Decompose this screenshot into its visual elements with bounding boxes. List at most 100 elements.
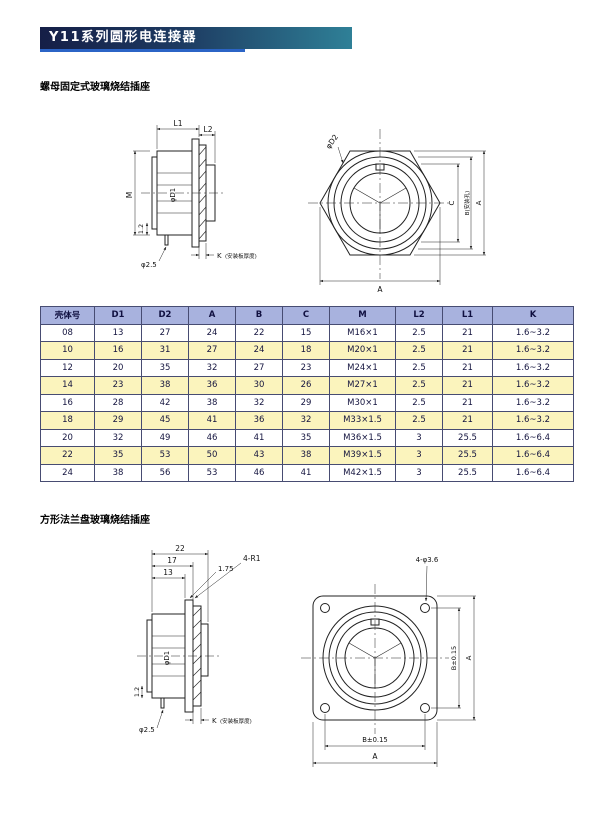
column-header: K xyxy=(492,306,574,325)
dim-label-c: C xyxy=(448,200,456,205)
table-cell: 36 xyxy=(235,411,283,430)
column-header: D1 xyxy=(94,306,142,325)
dim-label-a-right: A xyxy=(465,655,473,660)
table-cell: 53 xyxy=(141,446,189,465)
table-cell: 3 xyxy=(395,463,443,482)
table-cell: 25.5 xyxy=(442,428,493,447)
table-cell: 43 xyxy=(235,446,283,465)
table-cell: 18 xyxy=(40,411,95,430)
table-cell: 49 xyxy=(141,428,189,447)
table-cell: M30×1 xyxy=(329,393,396,412)
table-cell: 22 xyxy=(40,446,95,465)
dim-label-l1: L1 xyxy=(174,119,183,128)
column-header: L2 xyxy=(395,306,443,325)
dim-label-k: K xyxy=(217,252,222,260)
dim-label-2-5: φ2.5 xyxy=(141,261,157,269)
column-header: M xyxy=(329,306,396,325)
side-view-drawing: L1 L2 M φD1 1.2 φ2.5 K (安装板厚度) xyxy=(125,119,257,269)
table-cell: 32 xyxy=(235,393,283,412)
table-cell: 32 xyxy=(188,358,236,377)
column-header: B xyxy=(235,306,283,325)
table-cell: 36 xyxy=(188,376,236,395)
dim-label-2-5: φ2.5 xyxy=(139,726,155,734)
column-header: 壳体号 xyxy=(40,306,95,325)
dim-label-k-note: (安装板厚度) xyxy=(225,252,257,260)
table-cell: 12 xyxy=(40,358,95,377)
dim-label-b-bottom: B±0.15 xyxy=(362,736,388,744)
table-cell: 16 xyxy=(94,341,142,360)
table-cell: 38 xyxy=(282,446,330,465)
table-cell: 22 xyxy=(235,323,283,342)
table-cell: 31 xyxy=(141,341,189,360)
table-cell: M36×1.5 xyxy=(329,428,396,447)
table-cell: M27×1 xyxy=(329,376,396,395)
dim-label-a-bottom: A xyxy=(372,752,378,761)
table-cell: 1.6~6.4 xyxy=(492,428,574,447)
table-cell: M16×1 xyxy=(329,323,396,342)
table-cell: 29 xyxy=(282,393,330,412)
table-cell: 35 xyxy=(94,446,142,465)
dim-label-b-hole: B(安装孔) xyxy=(463,191,471,216)
title-underline xyxy=(40,49,245,52)
table-cell: 23 xyxy=(94,376,142,395)
table-cell: 3 xyxy=(395,446,443,465)
dim-label-1-2: 1.2 xyxy=(133,687,141,697)
dim-label-l2: L2 xyxy=(204,125,213,134)
table-cell: 21 xyxy=(442,341,493,360)
table-cell: M24×1 xyxy=(329,358,396,377)
table-cell: 32 xyxy=(94,428,142,447)
dim-label-17: 17 xyxy=(167,556,177,565)
table-cell: 1.6~3.2 xyxy=(492,411,574,430)
table-cell: 50 xyxy=(188,446,236,465)
table-cell: 35 xyxy=(141,358,189,377)
dim-label-13: 13 xyxy=(163,568,173,577)
column-header: D2 xyxy=(141,306,189,325)
table-cell: 41 xyxy=(235,428,283,447)
table-cell: 1.6~3.2 xyxy=(492,376,574,395)
table-cell: 2.5 xyxy=(395,393,443,412)
dim-label-4-r1: 4-R1 xyxy=(243,554,261,563)
dim-label-1-2: 1.2 xyxy=(137,224,145,234)
dim-label-1-75: 1.75 xyxy=(218,565,234,573)
dim-label-b-right: B±0.15 xyxy=(450,646,458,670)
table-cell: 21 xyxy=(442,393,493,412)
table-cell: 1.6~6.4 xyxy=(492,446,574,465)
table-cell: 27 xyxy=(235,358,283,377)
figure-flange-mount: 22 17 13 1.75 4-R1 φD1 1.2 φ2.5 K (安装板厚度… xyxy=(133,544,476,767)
table-cell: 38 xyxy=(94,463,142,482)
table-cell: 2.5 xyxy=(395,358,443,377)
table-cell: M39×1.5 xyxy=(329,446,396,465)
dim-label-22: 22 xyxy=(175,544,185,553)
table-cell: 24 xyxy=(40,463,95,482)
table-cell: 41 xyxy=(188,411,236,430)
dim-label-d1: φD1 xyxy=(169,188,177,202)
table-cell: 41 xyxy=(282,463,330,482)
table-cell: 21 xyxy=(442,376,493,395)
table-cell: 27 xyxy=(188,341,236,360)
table-cell: M20×1 xyxy=(329,341,396,360)
table-cell: 28 xyxy=(94,393,142,412)
table-cell: M42×1.5 xyxy=(329,463,396,482)
side-view-drawing: 22 17 13 1.75 4-R1 φD1 1.2 φ2.5 K (安装板厚度… xyxy=(133,544,261,734)
section2-heading: 方形法兰盘玻璃烧结插座 xyxy=(40,515,150,526)
table-cell: 24 xyxy=(235,341,283,360)
dim-label-d2: φD2 xyxy=(324,132,340,150)
table-cell: 29 xyxy=(94,411,142,430)
page-title: Y11系列圆形电连接器 xyxy=(49,30,198,45)
table-cell: 25.5 xyxy=(442,463,493,482)
title-banner: Y11系列圆形电连接器 xyxy=(40,27,352,49)
table-cell: 21 xyxy=(442,323,493,342)
table-cell: 25.5 xyxy=(442,446,493,465)
table-cell: 56 xyxy=(141,463,189,482)
table-cell: 35 xyxy=(282,428,330,447)
table-cell: 1.6~3.2 xyxy=(492,358,574,377)
